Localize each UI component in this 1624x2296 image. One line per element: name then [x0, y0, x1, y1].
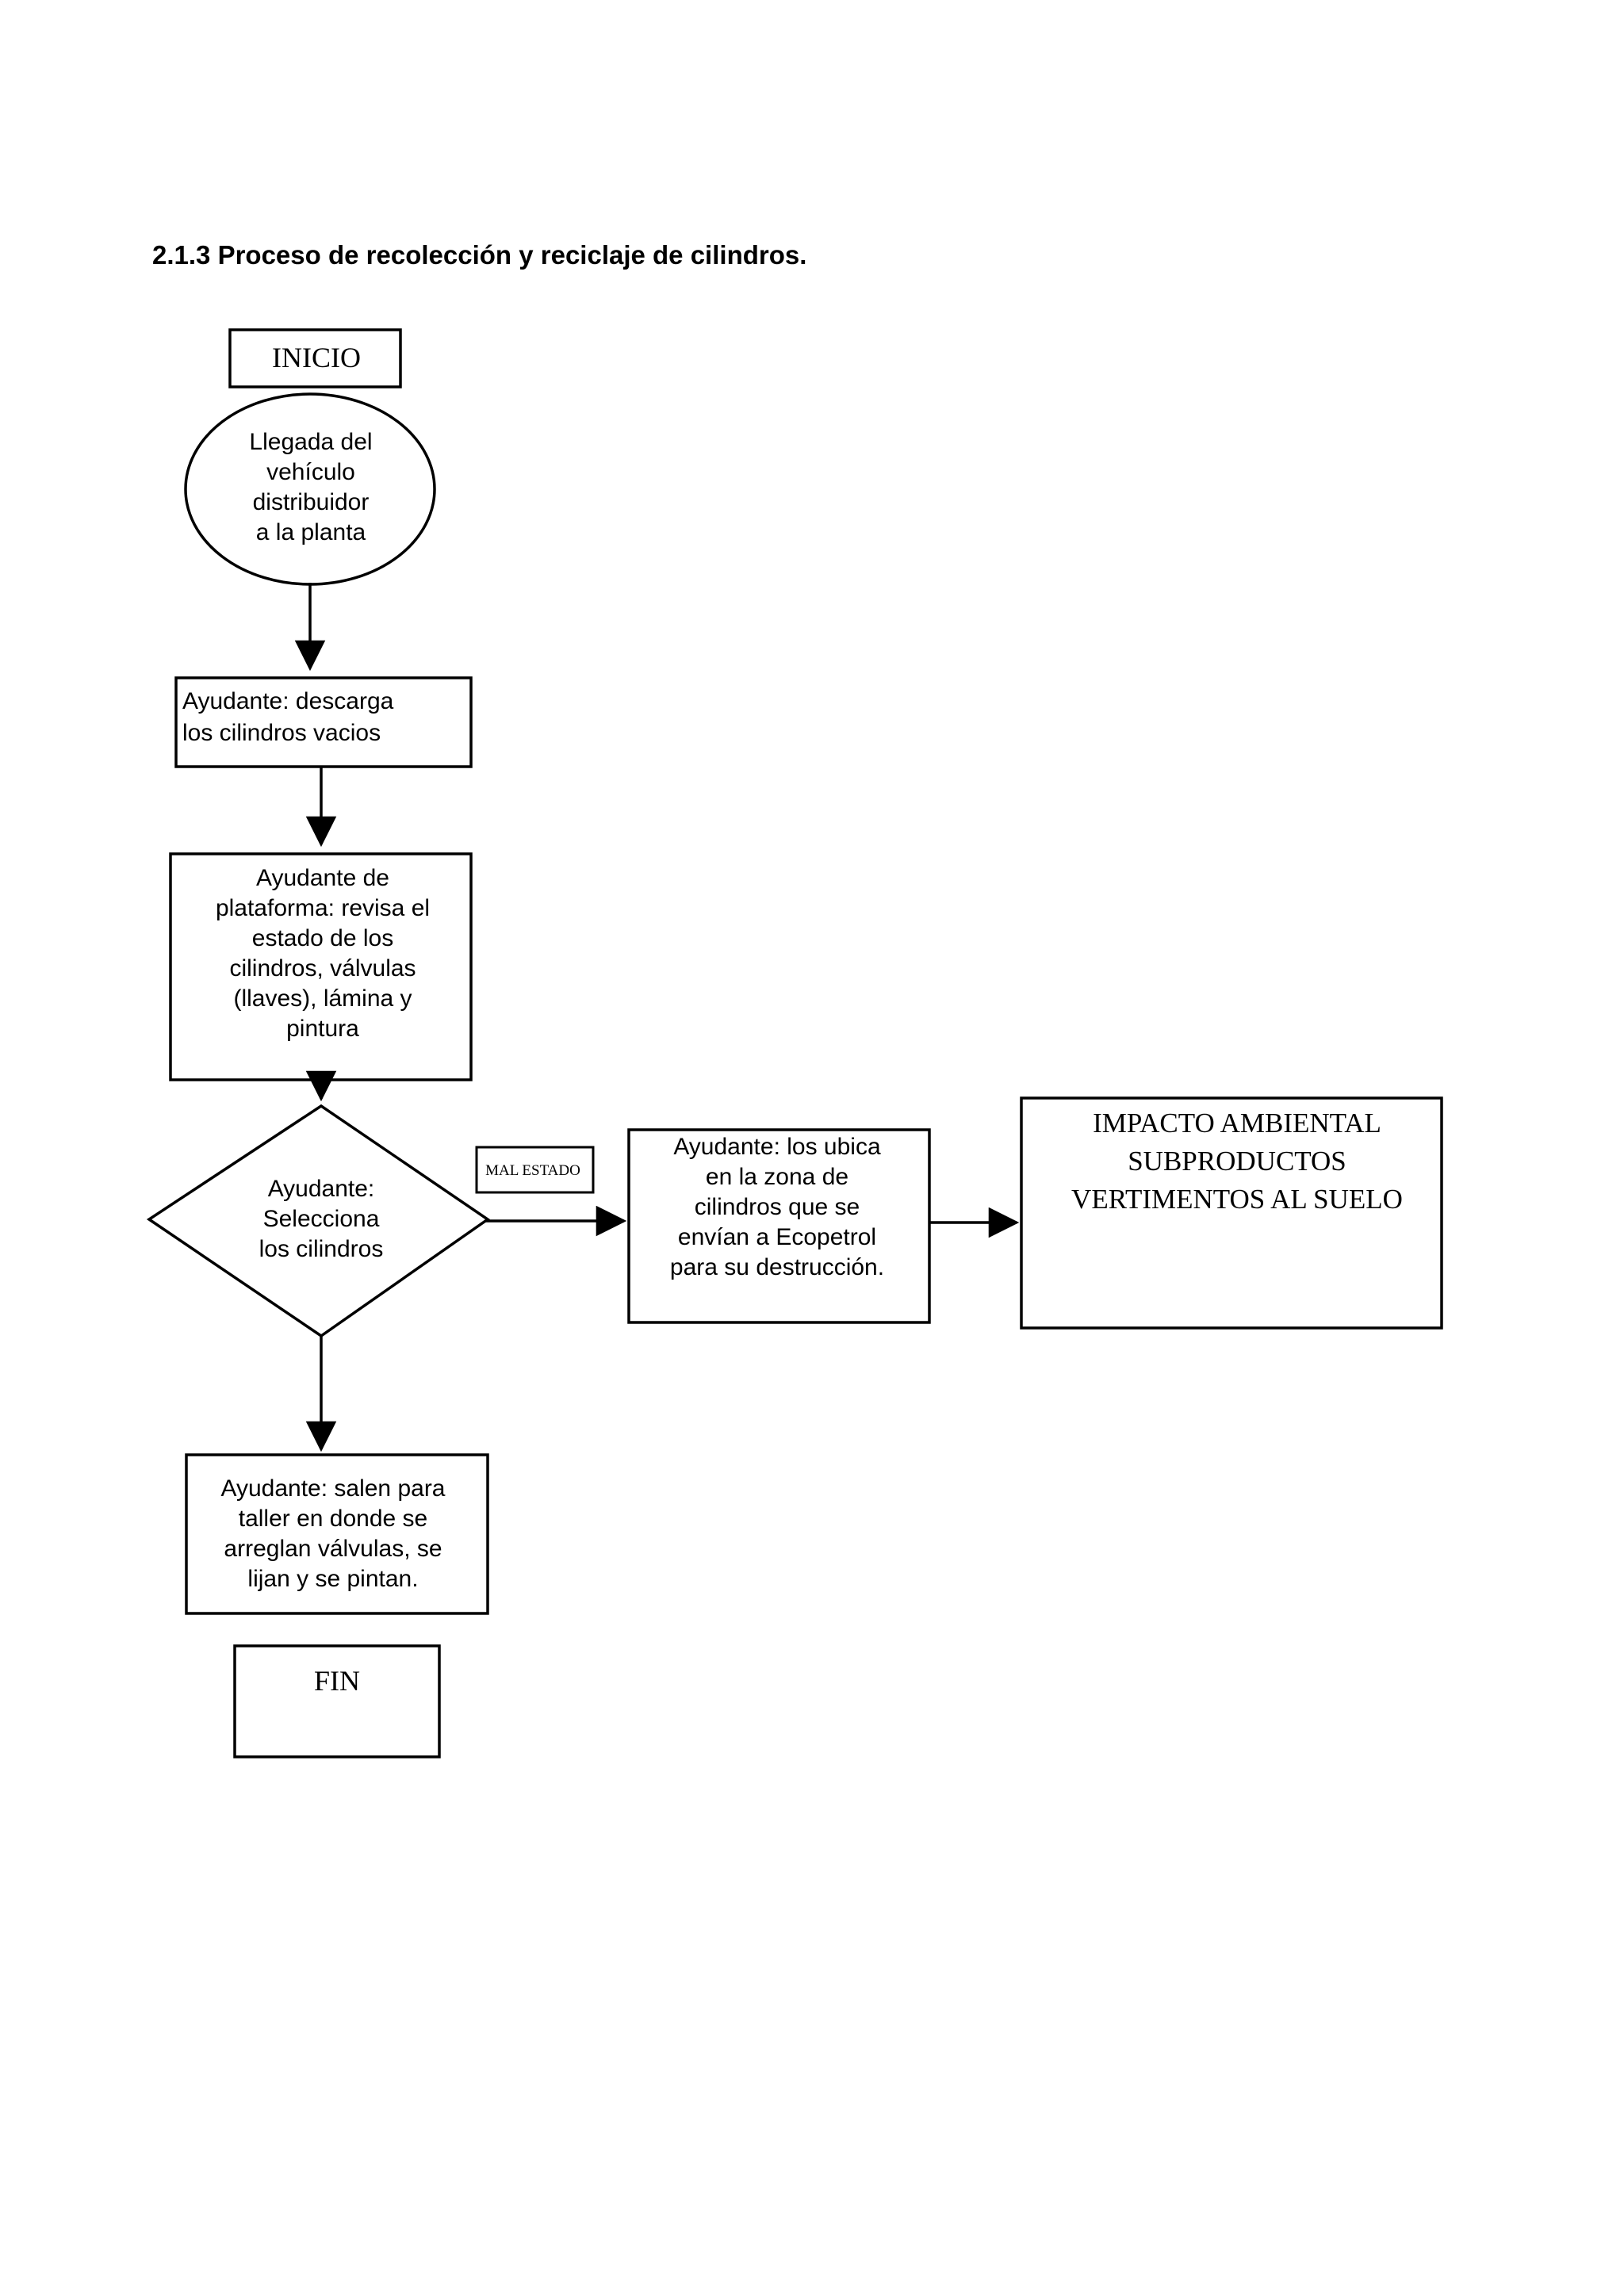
- node-inicio-shape: [228, 328, 402, 388]
- node-descarga-shape: [174, 676, 473, 768]
- node-plataforma-shape: [169, 852, 473, 1081]
- node-llegada-label: Llegada del vehículo distribuidor a la p…: [249, 429, 373, 545]
- node-ecopetrol-shape: [627, 1128, 931, 1324]
- node-mal-estado-shape: [475, 1146, 595, 1194]
- node-impacto-shape: [1020, 1096, 1443, 1330]
- page-title: 2.1.3 Proceso de recolección y reciclaje…: [152, 240, 807, 270]
- node-plataforma-label: Ayudante de plataforma: revisa el estado…: [215, 864, 431, 1042]
- node-selecciona-label: Ayudante: Selecciona los cilindros: [259, 1175, 384, 1262]
- node-taller-shape: [185, 1453, 489, 1615]
- node-inicio-label: INICIO: [272, 342, 361, 373]
- node-fin-shape: [233, 1644, 441, 1758]
- node-taller-label: Ayudante: salen para taller en donde se …: [220, 1475, 446, 1592]
- node-fin-label: FIN: [313, 1665, 360, 1697]
- node-descarga-label: Ayudante: descarga los cilindros vacios: [182, 688, 394, 746]
- node-mal-estado-label: MAL ESTADO: [485, 1162, 580, 1179]
- node-ecopetrol-label: Ayudante: los ubica en la zona de cilind…: [669, 1133, 885, 1280]
- node-impacto-label: IMPACTO AMBIENTAL SUBPRODUCTOS VERTIMENT…: [1071, 1108, 1403, 1215]
